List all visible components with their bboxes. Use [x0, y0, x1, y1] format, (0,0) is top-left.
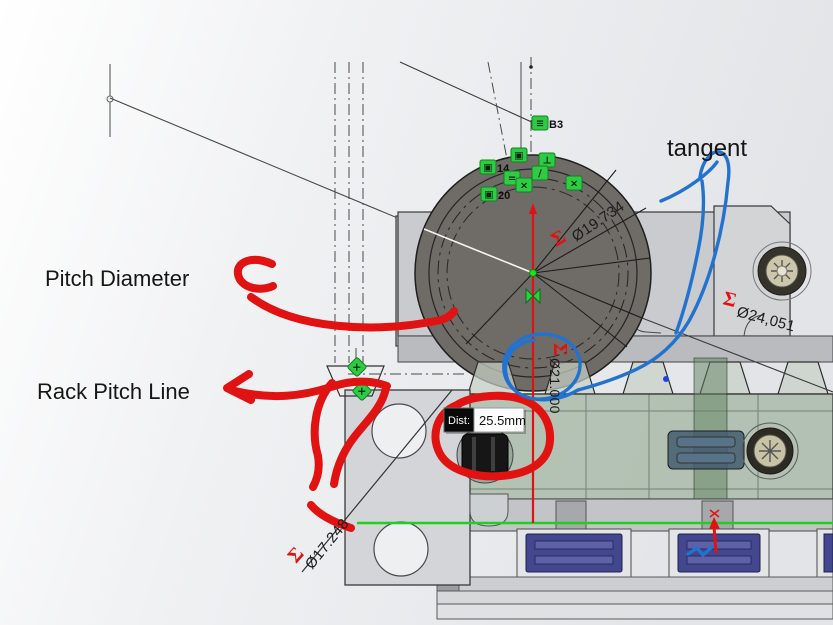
housing-screw-center: [776, 265, 788, 277]
dimension-leader-line: [301, 389, 453, 573]
relation-parallel-icon[interactable]: ∕: [531, 165, 549, 181]
vertical-centerlines: [334, 62, 364, 363]
relation-box20-icon[interactable]: ▣: [480, 186, 498, 202]
base-band-1: [436, 576, 833, 592]
rack-pillar: [693, 357, 728, 500]
construction-line-white: [423, 228, 534, 274]
rack-front-details: [456, 426, 514, 527]
sketch-point-blue: [663, 376, 669, 382]
plate-hole-bottom: [373, 521, 429, 577]
base-band-3: [436, 603, 833, 620]
svg-text:▣: ▣: [514, 151, 523, 162]
distance-tooltip: Dist: 25.5mm: [443, 407, 526, 434]
rack-screw-washer: [741, 422, 799, 480]
sigma-mark-4: Σ: [549, 343, 571, 356]
relation-diamond-icon-2[interactable]: ×: [352, 381, 372, 401]
relation-20-label: 20: [498, 190, 510, 202]
tooltip-value: 25.5mm: [479, 413, 526, 428]
relation-perpendicular-icon[interactable]: ⊥: [538, 152, 556, 168]
svg-text:⊥: ⊥: [542, 156, 551, 167]
bearing-block-3[interactable]: [823, 533, 833, 573]
relation-coincident-icon[interactable]: ×: [515, 177, 533, 193]
bearing-block-1[interactable]: [525, 533, 623, 573]
svg-text:▣: ▣: [483, 163, 492, 174]
rack-pitch-stroke-blob: [307, 501, 355, 532]
tooltip-value-box: [473, 407, 525, 433]
hand-annotations: [223, 150, 731, 557]
long-construction-line-left: [109, 97, 425, 230]
tooltip-label-box: [443, 407, 475, 433]
merged-relation-icon[interactable]: [525, 287, 534, 305]
small-red-arrow-line: [712, 525, 718, 554]
dark-screw-streaks: [472, 437, 495, 471]
relation-box14-icon[interactable]: ▣: [479, 159, 497, 175]
relation-diamond-icon-1[interactable]: ×: [347, 357, 367, 377]
housing-screw-washer: [752, 241, 812, 301]
svg-text:▣: ▣: [484, 190, 493, 201]
gear-root-circle: [446, 186, 620, 360]
dark-screw-block[interactable]: [461, 433, 509, 475]
screw-circle-annotation: [431, 391, 555, 481]
merged-relation-icon-2[interactable]: [532, 287, 541, 305]
dimension-outer-diameter[interactable]: Ø21.000: [547, 358, 563, 414]
tangent-label: tangent: [667, 135, 747, 162]
b3-label: B3: [549, 119, 563, 131]
construction-line-over-gear: [532, 272, 643, 319]
svg-text:=: =: [508, 174, 516, 185]
rack-pitch-stroke-right: [330, 384, 390, 488]
plate-hole-top: [371, 403, 427, 459]
pitch-diameter-arrow-hook: [233, 256, 277, 293]
small-red-star: [709, 509, 720, 518]
axis-point: [529, 65, 533, 69]
gear-center-point[interactable]: [529, 269, 537, 277]
b3-flag-icon[interactable]: ≡: [531, 115, 549, 131]
annotation-labels: Pitch Diameter Rack Pitch Line tangent: [37, 135, 747, 404]
base-band-2: [436, 590, 833, 605]
centerline-arrowhead: [529, 203, 537, 214]
rack-pitch-line-label: Rack Pitch Line: [37, 379, 190, 404]
tangent-curve-leg: [674, 179, 706, 335]
gear-spokes: [465, 169, 651, 348]
tangent-curve-main: [576, 150, 731, 392]
rack-screw-cross: [759, 440, 781, 462]
pitch-diameter-label: Pitch Diameter: [45, 266, 189, 291]
construction-line-right: [641, 317, 833, 393]
sigma-mark-2: Σ: [721, 288, 739, 313]
bearing-check-scribble: [686, 545, 714, 557]
rail-notch: [469, 493, 509, 527]
tangent-scribble-loop: [502, 332, 582, 402]
tooltip-label: Dist:: [448, 415, 470, 427]
rail-post-1: [555, 500, 587, 532]
svg-text:≡: ≡: [536, 119, 544, 130]
tangent-curve-stroke: [659, 160, 719, 203]
rack-pitch-stroke-left: [309, 379, 336, 491]
diagonal-sketch-line: [399, 61, 537, 125]
svg-text:∕: ∕: [538, 169, 542, 180]
relation-box-icon[interactable]: ▣: [510, 147, 528, 163]
slot-upper: [676, 436, 736, 448]
small-red-arrowhead: [709, 517, 720, 529]
svg-text:×: ×: [570, 179, 578, 190]
relation-coincident-icon-2[interactable]: ×: [565, 175, 583, 191]
svg-text:×: ×: [520, 181, 528, 192]
pitch-diameter-arrow-swoosh: [247, 293, 458, 332]
slot-lower: [676, 452, 736, 464]
